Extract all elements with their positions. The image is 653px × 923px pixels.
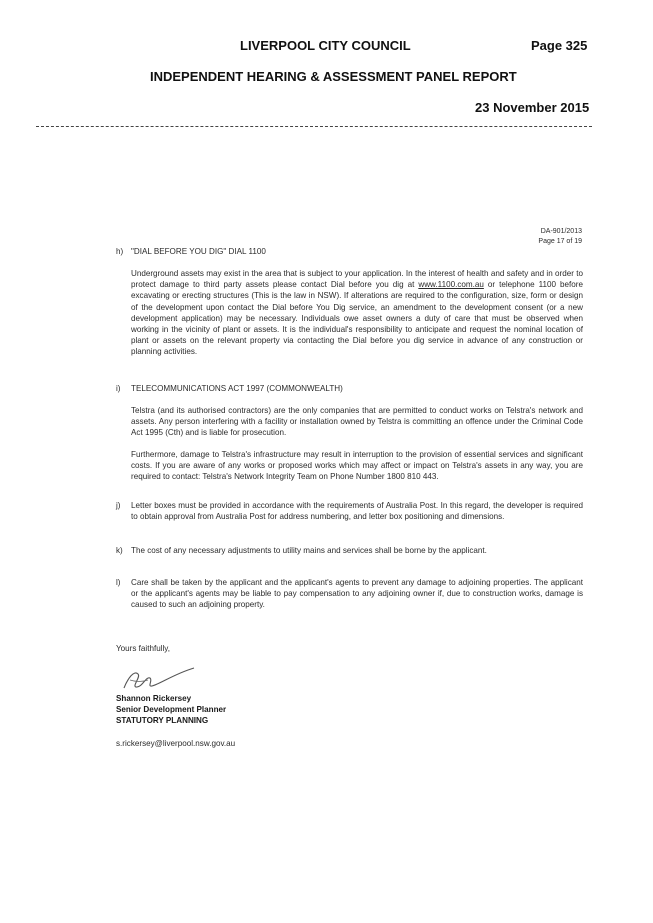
report-date: 23 November 2015 [475,100,590,115]
section-k-body: The cost of any necessary adjustments to… [131,546,487,555]
report-title: INDEPENDENT HEARING & ASSESSMENT PANEL R… [150,69,517,84]
section-l-body: Care shall be taken by the applicant and… [131,578,583,610]
section-i-title: TELECOMMUNICATIONS ACT 1997 (COMMONWEALT… [131,384,343,393]
signatory-name: Shannon Rickersey [116,694,192,703]
council-name: LIVERPOOL CITY COUNCIL [240,38,411,53]
signatory-department: STATUTORY PLANNING [116,716,209,725]
reference-code: DA-901/2013 [540,228,582,235]
section-j-body: Letter boxes must be provided in accorda… [131,501,583,522]
section-i-marker: i) [116,384,121,393]
section-j-marker: j) [116,501,121,510]
handwritten-signature [123,667,195,689]
dial-before-you-dig-link[interactable]: www.1100.com.au [418,280,484,290]
reference-page: Page 17 of 19 [538,238,582,245]
section-h-title: "DIAL BEFORE YOU DIG" DIAL 1100 [131,247,266,256]
section-i-body-2: Furthermore, damage to Telstra's infrast… [131,450,583,482]
signatory-email[interactable]: s.rickersey@liverpool.nsw.gov.au [116,739,236,748]
signatory-title: Senior Development Planner [116,705,227,714]
page-number: Page 325 [531,38,588,53]
section-h-body-post: or telephone 1100 before excavating or e… [131,280,584,357]
sign-off: Yours faithfully, [116,644,170,653]
section-k-marker: k) [116,546,123,555]
section-l-marker: l) [116,578,121,587]
section-h-body: Underground assets may exist in the area… [131,268,583,358]
section-i-body-1: Telstra (and its authorised contractors)… [131,406,583,438]
section-h-body-pre: Underground assets may exist in the area… [131,269,583,290]
section-h-marker: h) [116,247,124,256]
header-divider [36,126,592,127]
